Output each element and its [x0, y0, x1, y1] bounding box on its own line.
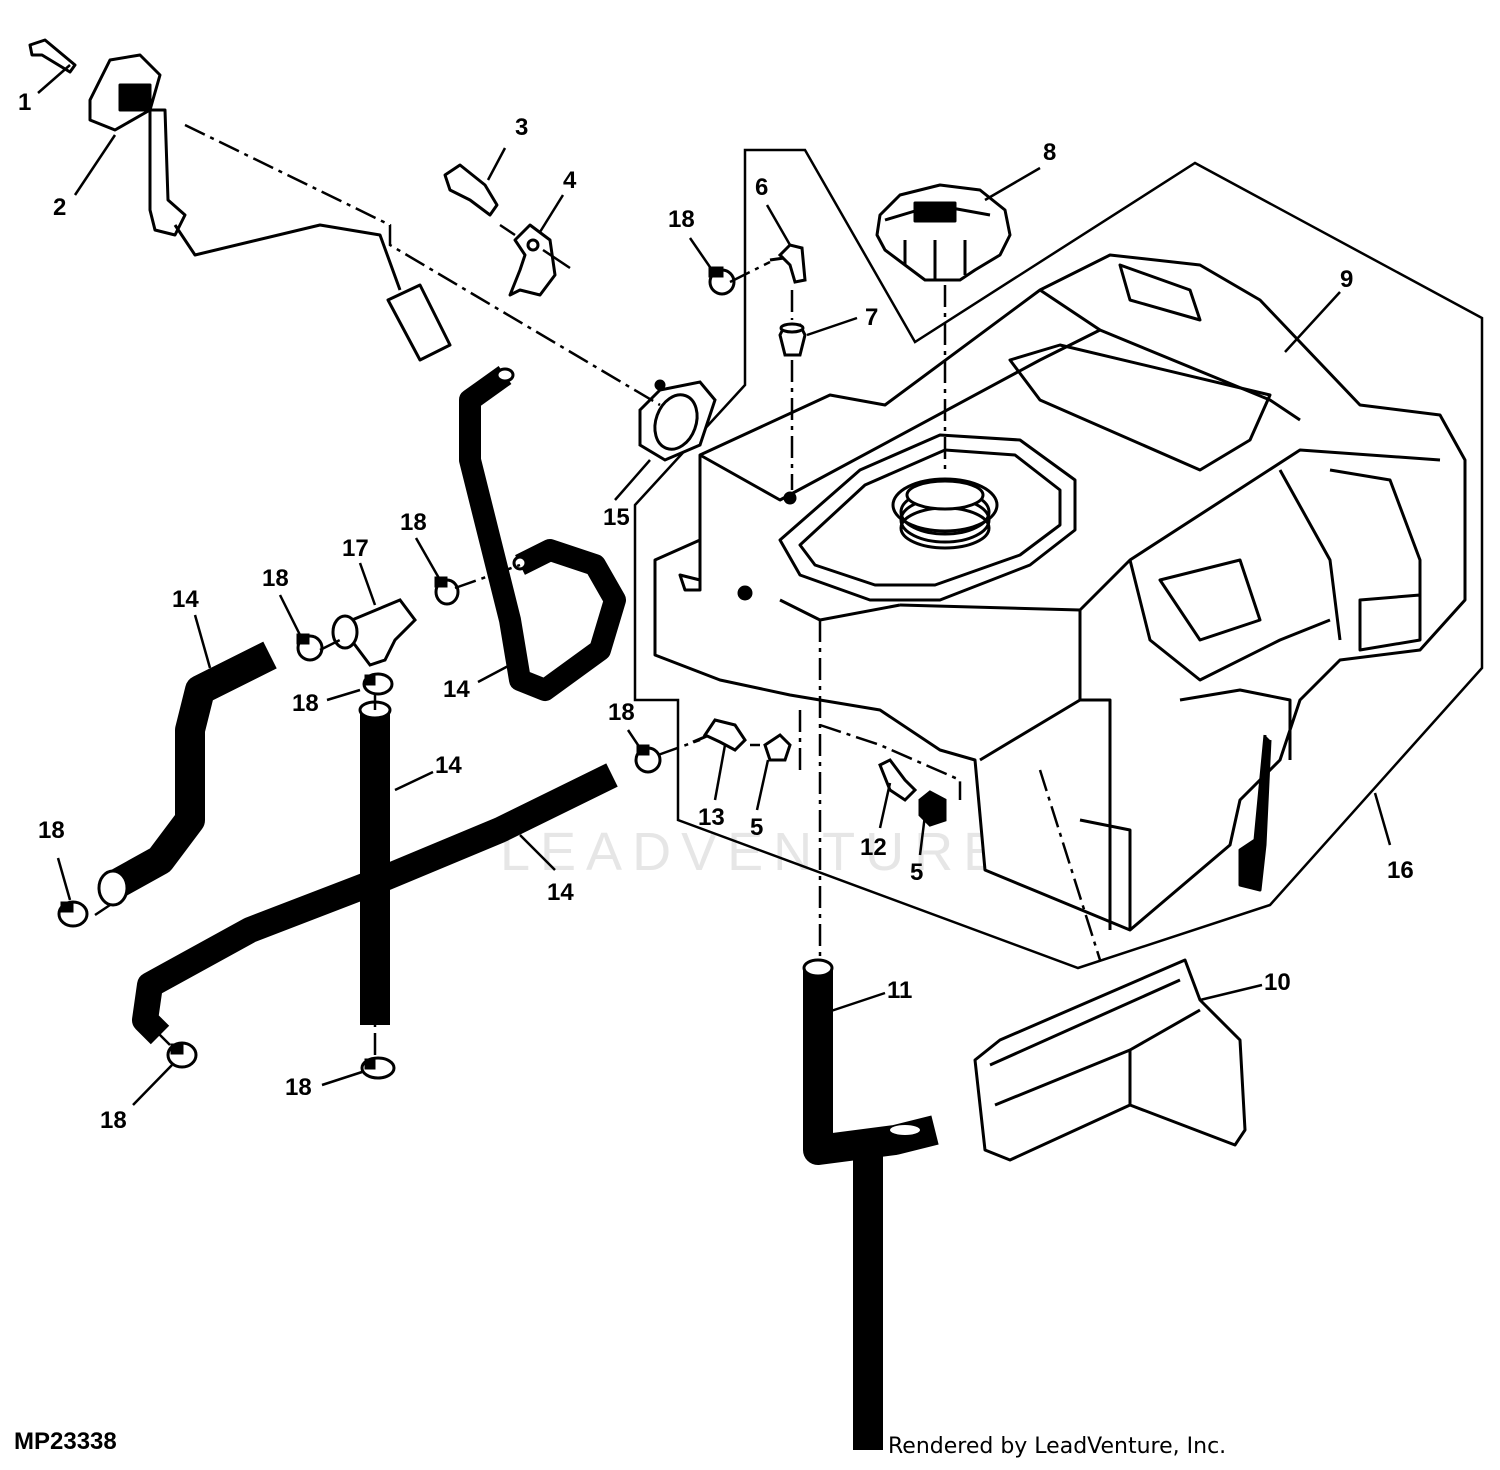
callout-6: 6	[755, 174, 768, 201]
hose-clamps	[57, 266, 736, 1080]
callout-3: 3	[515, 114, 528, 141]
figure-id: MP23338	[14, 1428, 117, 1455]
callout-7: 7	[865, 304, 878, 331]
fuel-sender	[28, 38, 452, 362]
screw-and-clamp	[443, 163, 557, 297]
callout-4: 4	[563, 167, 577, 194]
callout-10: 10	[1264, 969, 1291, 996]
hose-clamp-2	[434, 576, 460, 606]
callout-16: 16	[1387, 857, 1414, 884]
callout-18a: 18	[668, 206, 695, 233]
assembly-centerlines	[94, 123, 1102, 1055]
heat-shield	[973, 958, 1247, 1162]
fuel-cap	[875, 183, 1012, 282]
tank-assembly-outline	[633, 148, 1484, 970]
callout-11: 11	[887, 977, 912, 1004]
vent-fitting	[769, 243, 807, 284]
callout-18g: 18	[100, 1107, 127, 1134]
hose-clamp-8	[360, 1056, 396, 1080]
callout-14c: 14	[435, 752, 462, 779]
callout-18e: 18	[608, 699, 635, 726]
hose-clamp-1	[708, 266, 736, 296]
callout-18f: 18	[38, 817, 65, 844]
tee-fitting	[331, 598, 417, 667]
fuel-hose-lower	[802, 958, 939, 1450]
hose-clamp-6	[57, 900, 89, 928]
grommet	[778, 322, 807, 357]
callout-18c: 18	[262, 565, 289, 592]
callout-8: 8	[1043, 139, 1056, 166]
callout-18h: 18	[285, 1074, 312, 1101]
callouts: 1 2 3 4 5 5 6 7 8 9 10 11 12 13 14 14 14…	[18, 89, 1414, 1134]
callout-14d: 14	[547, 879, 574, 906]
render-credit: Rendered by LeadVenture, Inc.	[888, 1434, 1227, 1459]
sender-gasket	[638, 379, 717, 462]
callout-5a: 5	[750, 814, 763, 841]
callout-17: 17	[342, 535, 369, 562]
callout-1: 1	[18, 89, 31, 116]
watermark-text: LEADVENTURE	[500, 822, 1009, 882]
callout-18d: 18	[292, 690, 319, 717]
callout-9: 9	[1340, 266, 1353, 293]
callout-12: 12	[860, 834, 887, 861]
callout-13: 13	[698, 804, 725, 831]
hose-clamp-7	[166, 1041, 198, 1069]
fuel-tank	[653, 253, 1467, 932]
callout-5b: 5	[910, 859, 923, 886]
callout-14b: 14	[443, 676, 470, 703]
fuel-hoses	[107, 366, 626, 1045]
callout-2: 2	[53, 194, 66, 221]
hose-clamp-3	[296, 633, 324, 662]
callout-15: 15	[603, 504, 630, 531]
callout-14a: 14	[172, 586, 199, 613]
hose-clamp-5	[634, 744, 662, 774]
fittings-elbows-clips	[692, 718, 947, 827]
hose-clamp-4	[362, 672, 394, 696]
callout-18b: 18	[400, 509, 427, 536]
leader-lines	[37, 64, 1392, 1106]
